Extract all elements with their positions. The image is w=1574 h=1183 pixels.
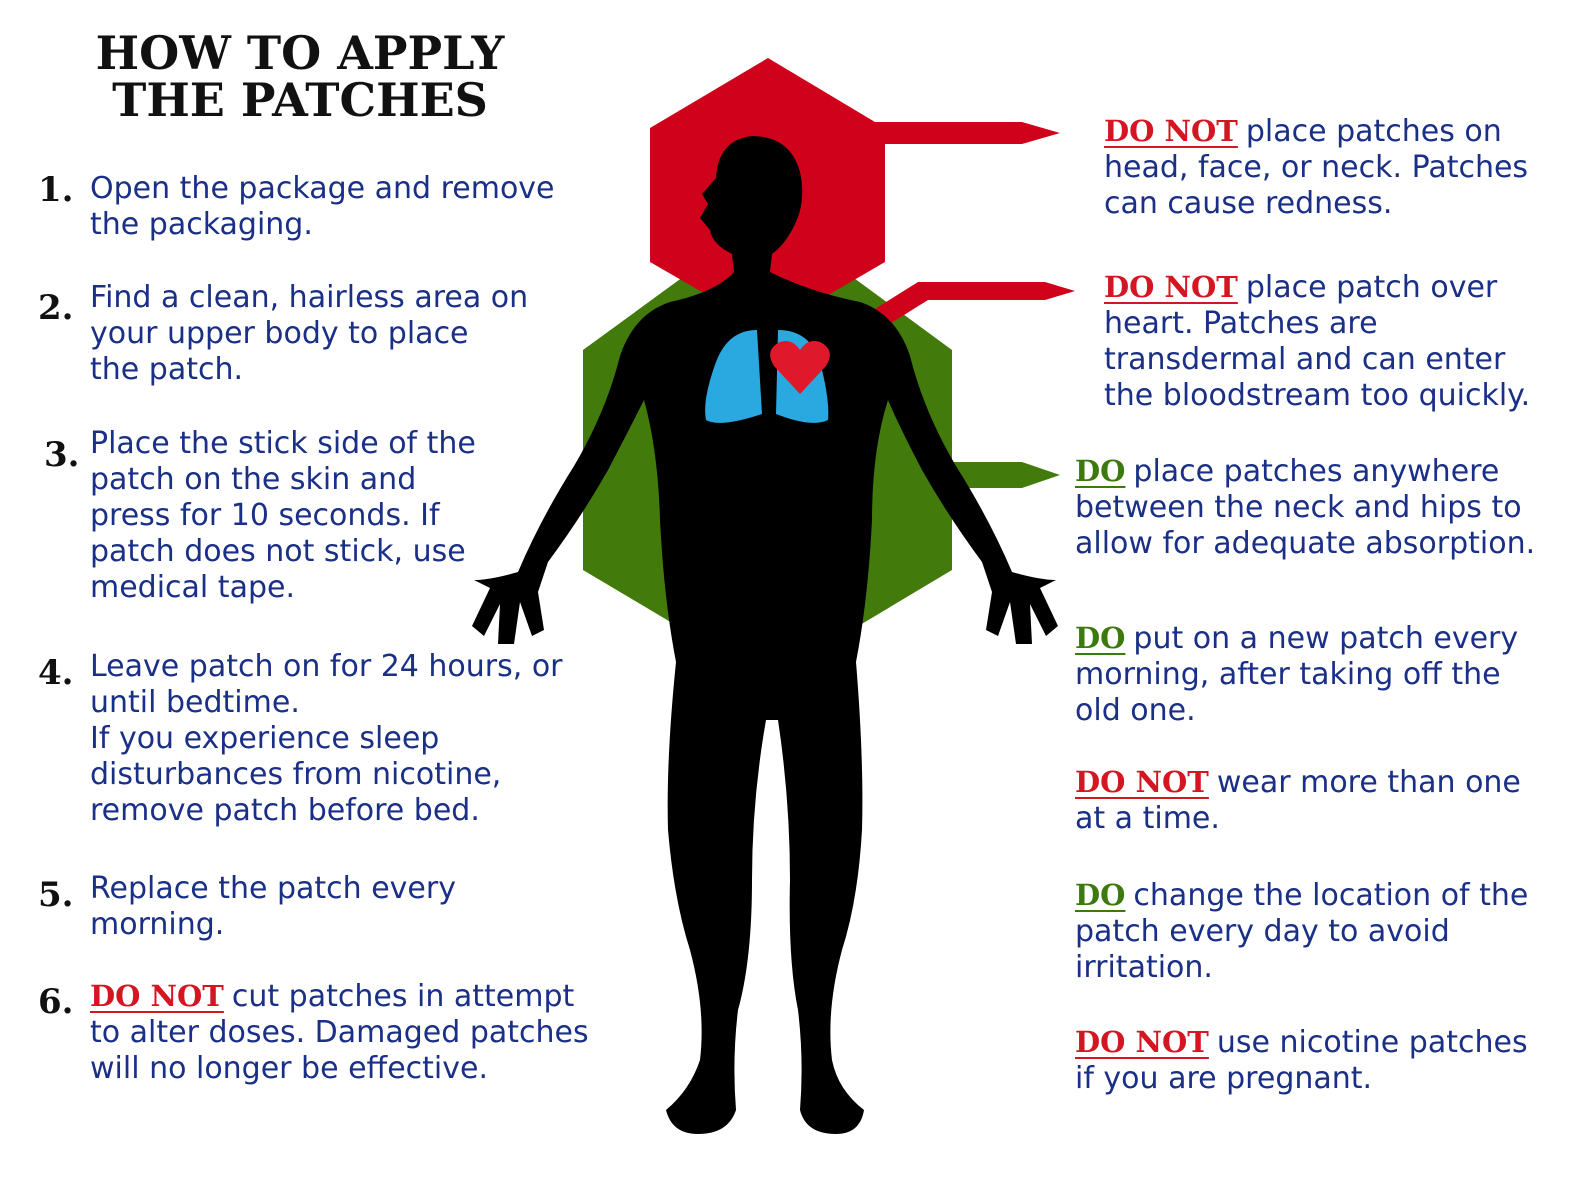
step-line: Replace the patch every [90,871,456,906]
rule-line: heart. Patches are [1104,306,1378,341]
rule-line: between the neck and hips to [1075,490,1522,525]
step-line: Leave patch on for 24 hours, or [90,649,563,684]
step-line: Find a clean, hairless area on [90,280,529,315]
step-line: press for 10 seconds. If [90,498,440,533]
page-title: HOW TO APPLY THE PATCHES [60,30,540,124]
rule-line-text: place patches on [1245,114,1502,149]
step-number: 3. [44,435,80,475]
rule-line: irritation. [1075,950,1213,985]
rule-line: the bloodstream too quickly. [1104,378,1531,413]
step-number: 4. [38,653,74,693]
step-line: patch does not stick, use [90,534,466,569]
step-text: Leave patch on for 24 hours, or until be… [90,649,635,829]
do-not-label: DO NOT [1075,765,1209,799]
step-text: Open the package and remove the packagin… [90,171,635,243]
title-line-2: THE PATCHES [112,73,488,127]
step-line: disturbances from nicotine, [90,757,502,792]
rule-line-text: put on a new patch every [1133,621,1519,656]
title-line-1: HOW TO APPLY [95,26,505,80]
rule-line-text: place patch over [1245,270,1498,305]
step-line: to alter doses. Damaged patches [90,1015,589,1050]
do-label: DO [1075,621,1126,655]
pointer-torso [940,462,1060,488]
rule-line-text: use nicotine patches [1216,1025,1528,1060]
do-not-label: DO NOT [1075,1025,1209,1059]
rule-line: at a time. [1075,801,1220,836]
step-line: the patch. [90,352,244,387]
rule-line: if you are pregnant. [1075,1061,1373,1096]
step-text: Place the stick side of the patch on the… [90,426,635,606]
step-line: medical tape. [90,570,295,605]
step-number: 5. [38,875,74,915]
step-line: your upper body to place [90,316,469,351]
step-text: Find a clean, hairless area on your uppe… [90,280,635,388]
rule-line-text: change the location of the [1133,878,1529,913]
step-line: the packaging. [90,207,313,242]
step-line: until bedtime. [90,685,300,720]
pointer-head [860,122,1060,144]
step-line: will no longer be effective. [90,1051,489,1086]
step-line: Place the stick side of the [90,426,476,461]
do-not-label: DO NOT [1104,114,1238,148]
step-line: patch on the skin and [90,462,417,497]
do-label: DO [1075,878,1126,912]
step-line: If you experience sleep [90,721,440,756]
rule-line: old one. [1075,693,1196,728]
step-line: Open the package and remove [90,171,555,206]
rule-line-text: place patches anywhere [1133,454,1500,489]
heart-icon [770,341,830,394]
rule-line: can cause redness. [1104,186,1393,221]
step-line-text: cut patches in attempt [231,979,575,1014]
rule-line-text: wear more than one [1216,765,1521,800]
step-number: 2. [38,288,74,328]
step-number: 1. [38,170,74,210]
human-body-silhouette-icon [472,136,1058,1134]
do-not-label: DO NOT [1104,270,1238,304]
rule-line: morning, after taking off the [1075,657,1501,692]
step-number: 6. [38,982,74,1022]
rule-line: patch every day to avoid [1075,914,1450,949]
rule-line: allow for adequate absorption. [1075,526,1536,561]
rule-line: transdermal and can enter [1104,342,1506,377]
step-text: Replace the patch every morning. [90,871,635,943]
step-line: morning. [90,907,225,942]
do-not-label: DO NOT [90,979,224,1013]
step-line: remove patch before bed. [90,793,480,828]
body-diagram [472,58,1075,1134]
rule-line: head, face, or neck. Patches [1104,150,1529,185]
do-label: DO [1075,454,1126,488]
